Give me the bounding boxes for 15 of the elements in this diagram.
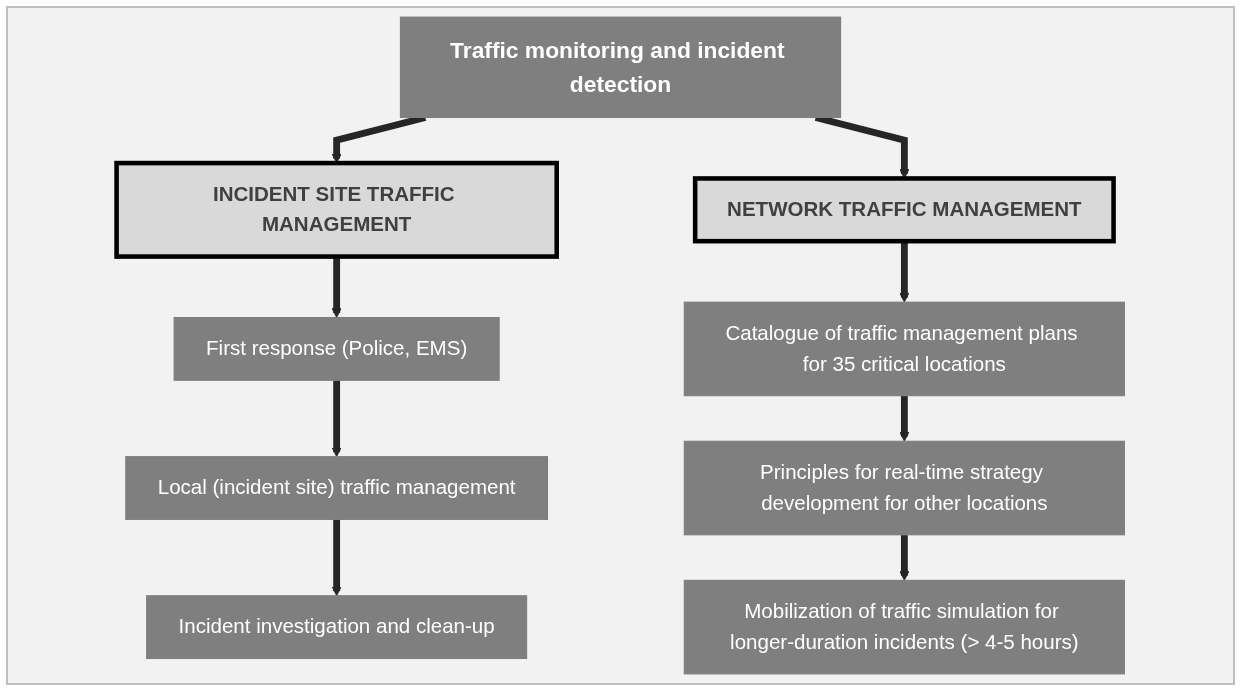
node-box: INCIDENT SITE TRAFFIC MANAGEMENT [114, 160, 559, 259]
arrow [331, 519, 342, 597]
node-box: First response (Police, EMS) [173, 317, 500, 381]
node-box: Mobilization of traffic simulation for longer-duration incidents (> 4-5 hours) [683, 579, 1125, 675]
arrow [331, 380, 342, 458]
node-box: Incident investigation and clean-up [146, 595, 528, 660]
node-box: Local (incident site) traffic management [125, 456, 549, 520]
arrow [331, 256, 342, 318]
node-box: NETWORK TRAFFIC MANAGEMENT [692, 176, 1116, 244]
arrow [899, 534, 910, 581]
arrow [899, 395, 910, 442]
arrow [899, 241, 910, 303]
node-box: Traffic monitoring and incident detection [399, 16, 842, 119]
node-box: Catalogue of traffic management plans for 35 critical locations [683, 301, 1125, 397]
node-box: Principles for real-time strategy development for other locations [683, 440, 1125, 536]
